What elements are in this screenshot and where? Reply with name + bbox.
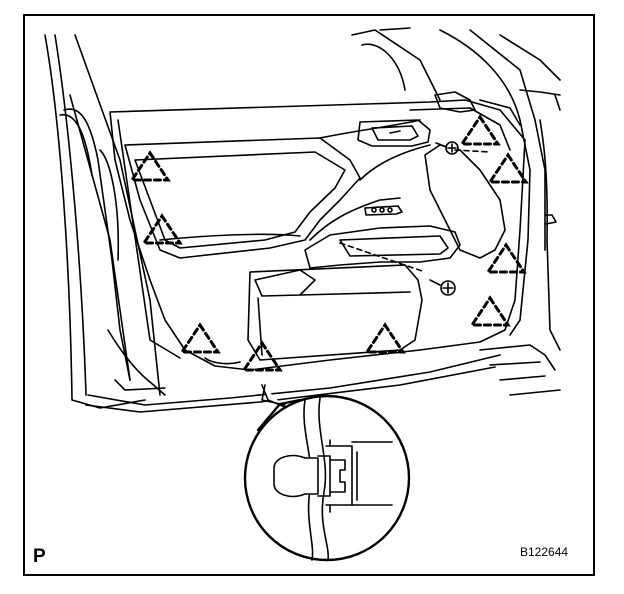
clip-location-triangle-icon xyxy=(469,295,511,327)
clip-location-triangle-icon xyxy=(364,322,406,354)
clip-location-triangle-icon xyxy=(129,150,171,182)
door-body-outline xyxy=(44,27,561,413)
clip-location-triangle-icon xyxy=(487,152,529,184)
clip-location-triangle-icon xyxy=(459,114,501,146)
door-handle-icon xyxy=(357,91,476,147)
corner-label: P xyxy=(33,546,46,567)
figure-code: B122644 xyxy=(520,545,569,559)
screw-icon xyxy=(435,141,459,155)
clip-location-triangle-icon xyxy=(179,322,221,354)
clip-location-triangle-icon xyxy=(485,242,527,274)
clip-markers xyxy=(129,114,529,372)
clip-location-triangle-icon xyxy=(141,213,183,245)
screw-icon xyxy=(429,279,456,296)
detail-magnifier-icon xyxy=(243,394,411,562)
screw-leader-lines xyxy=(339,149,491,273)
clip-location-triangle-icon xyxy=(241,340,283,372)
